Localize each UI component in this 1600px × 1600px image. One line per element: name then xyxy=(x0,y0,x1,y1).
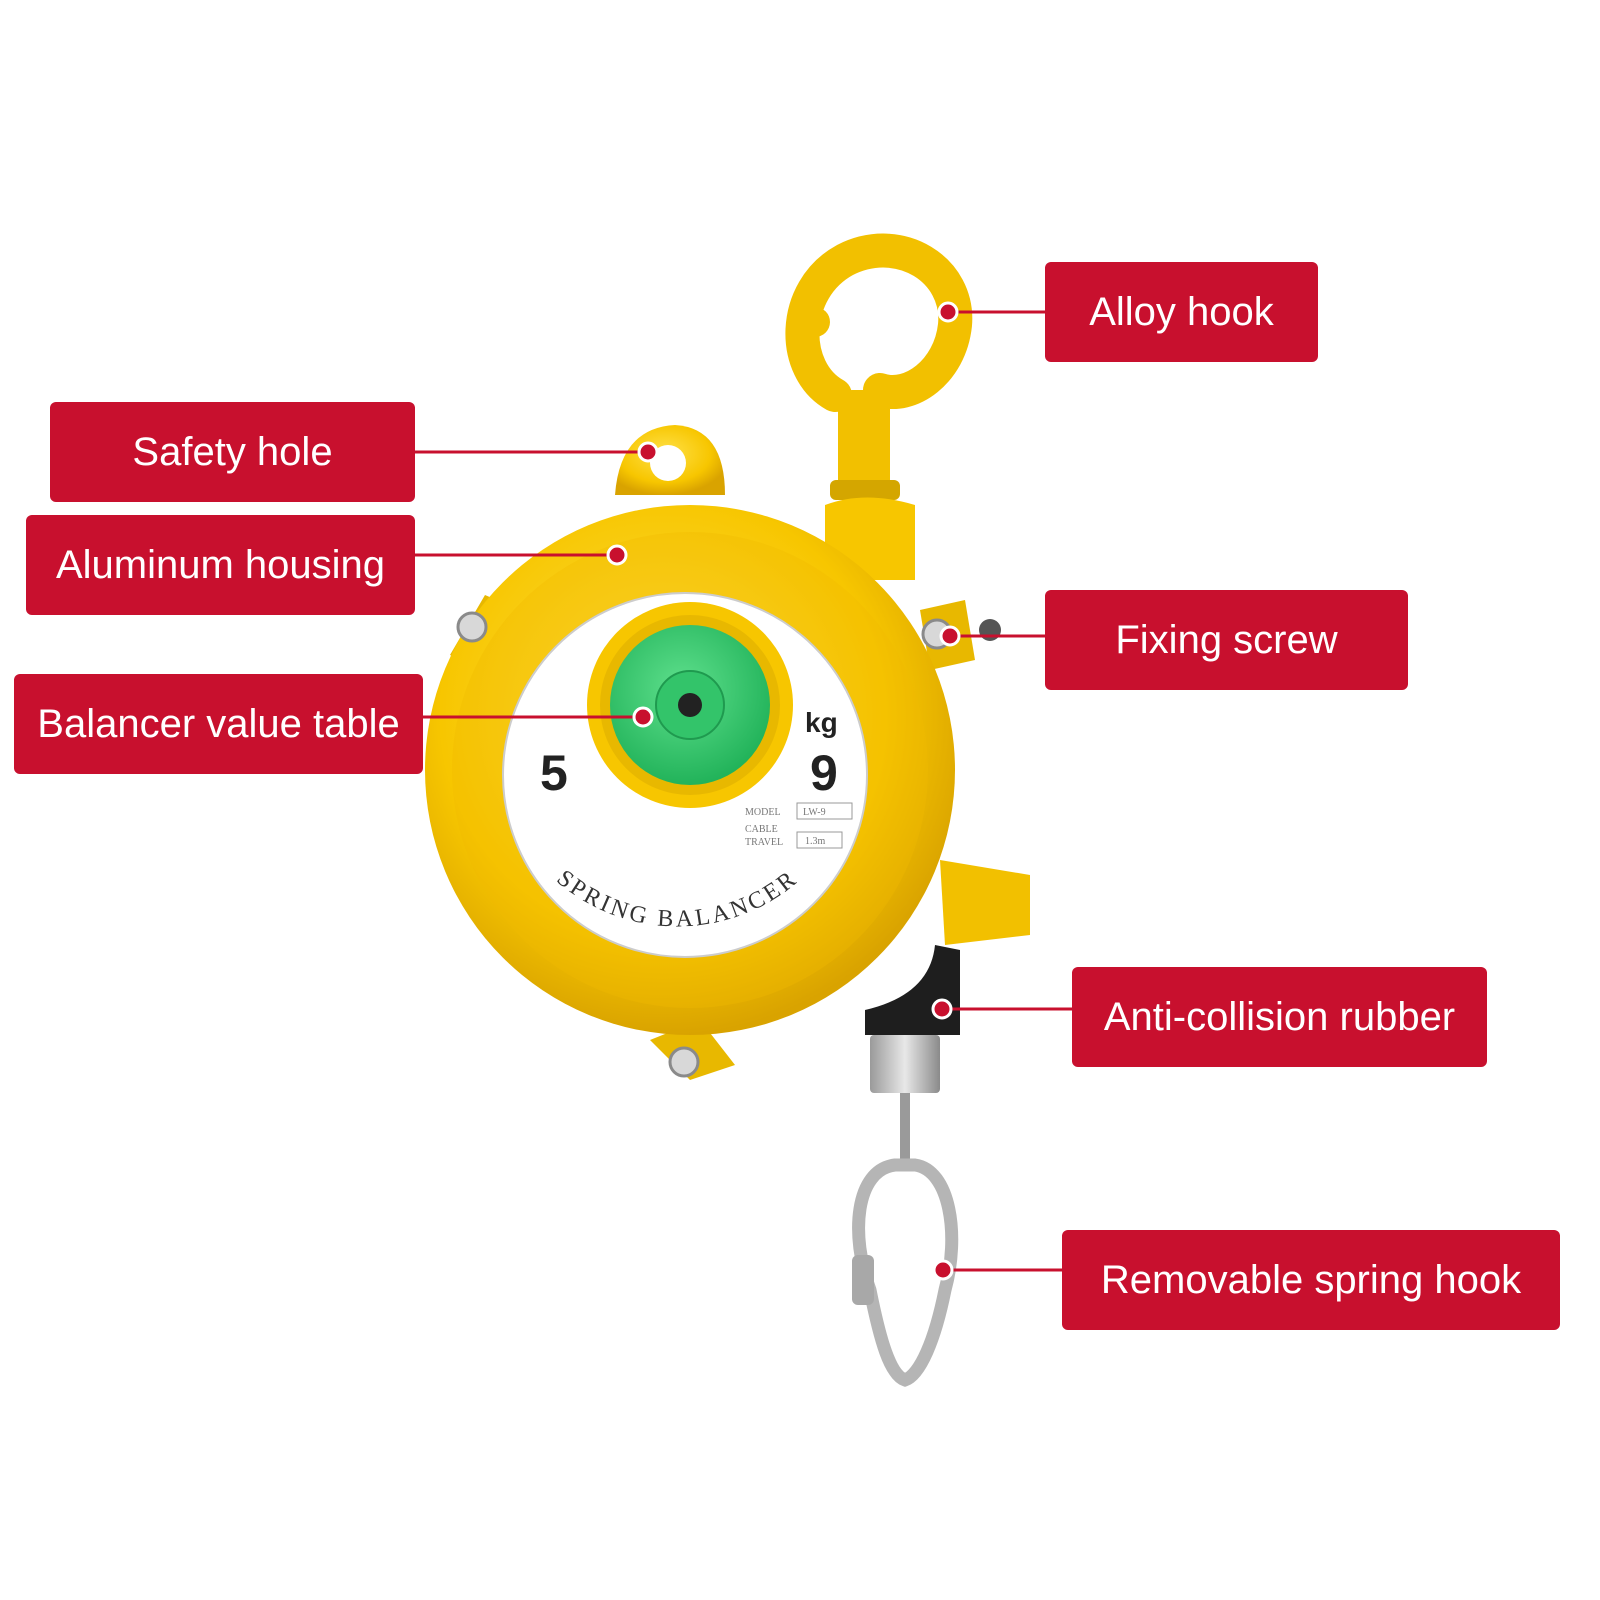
callout-balancer-value-table: Balancer value table xyxy=(14,674,423,774)
leader-lines xyxy=(415,310,1072,1272)
model-value: LW-9 xyxy=(803,807,826,818)
travel-label: TRAVEL xyxy=(745,837,783,848)
model-label: MODEL xyxy=(745,807,781,818)
leader-dots xyxy=(606,301,961,1281)
alloy-hook xyxy=(785,233,973,580)
safety-hole xyxy=(615,425,725,495)
travel-value: 1.3m xyxy=(805,836,826,847)
callout-safety-hole: Safety hole xyxy=(50,402,415,502)
callout-aluminum-housing: Aluminum housing xyxy=(26,515,415,615)
cable-label: CABLE xyxy=(745,824,778,835)
anti-collision-rubber xyxy=(865,945,960,1093)
balancer-value-table xyxy=(587,602,793,808)
callout-fixing-screw: Fixing screw xyxy=(1045,590,1408,690)
removable-spring-hook xyxy=(852,1093,959,1387)
dial-min-label: 5 xyxy=(540,745,568,801)
dial-max-label: 9 xyxy=(810,745,838,801)
callout-alloy-hook: Alloy hook xyxy=(1045,262,1318,362)
callout-anti-collision-rubber: Anti-collision rubber xyxy=(1072,967,1487,1067)
callout-removable-spring-hook: Removable spring hook xyxy=(1062,1230,1560,1330)
unit-label: kg xyxy=(805,707,838,738)
